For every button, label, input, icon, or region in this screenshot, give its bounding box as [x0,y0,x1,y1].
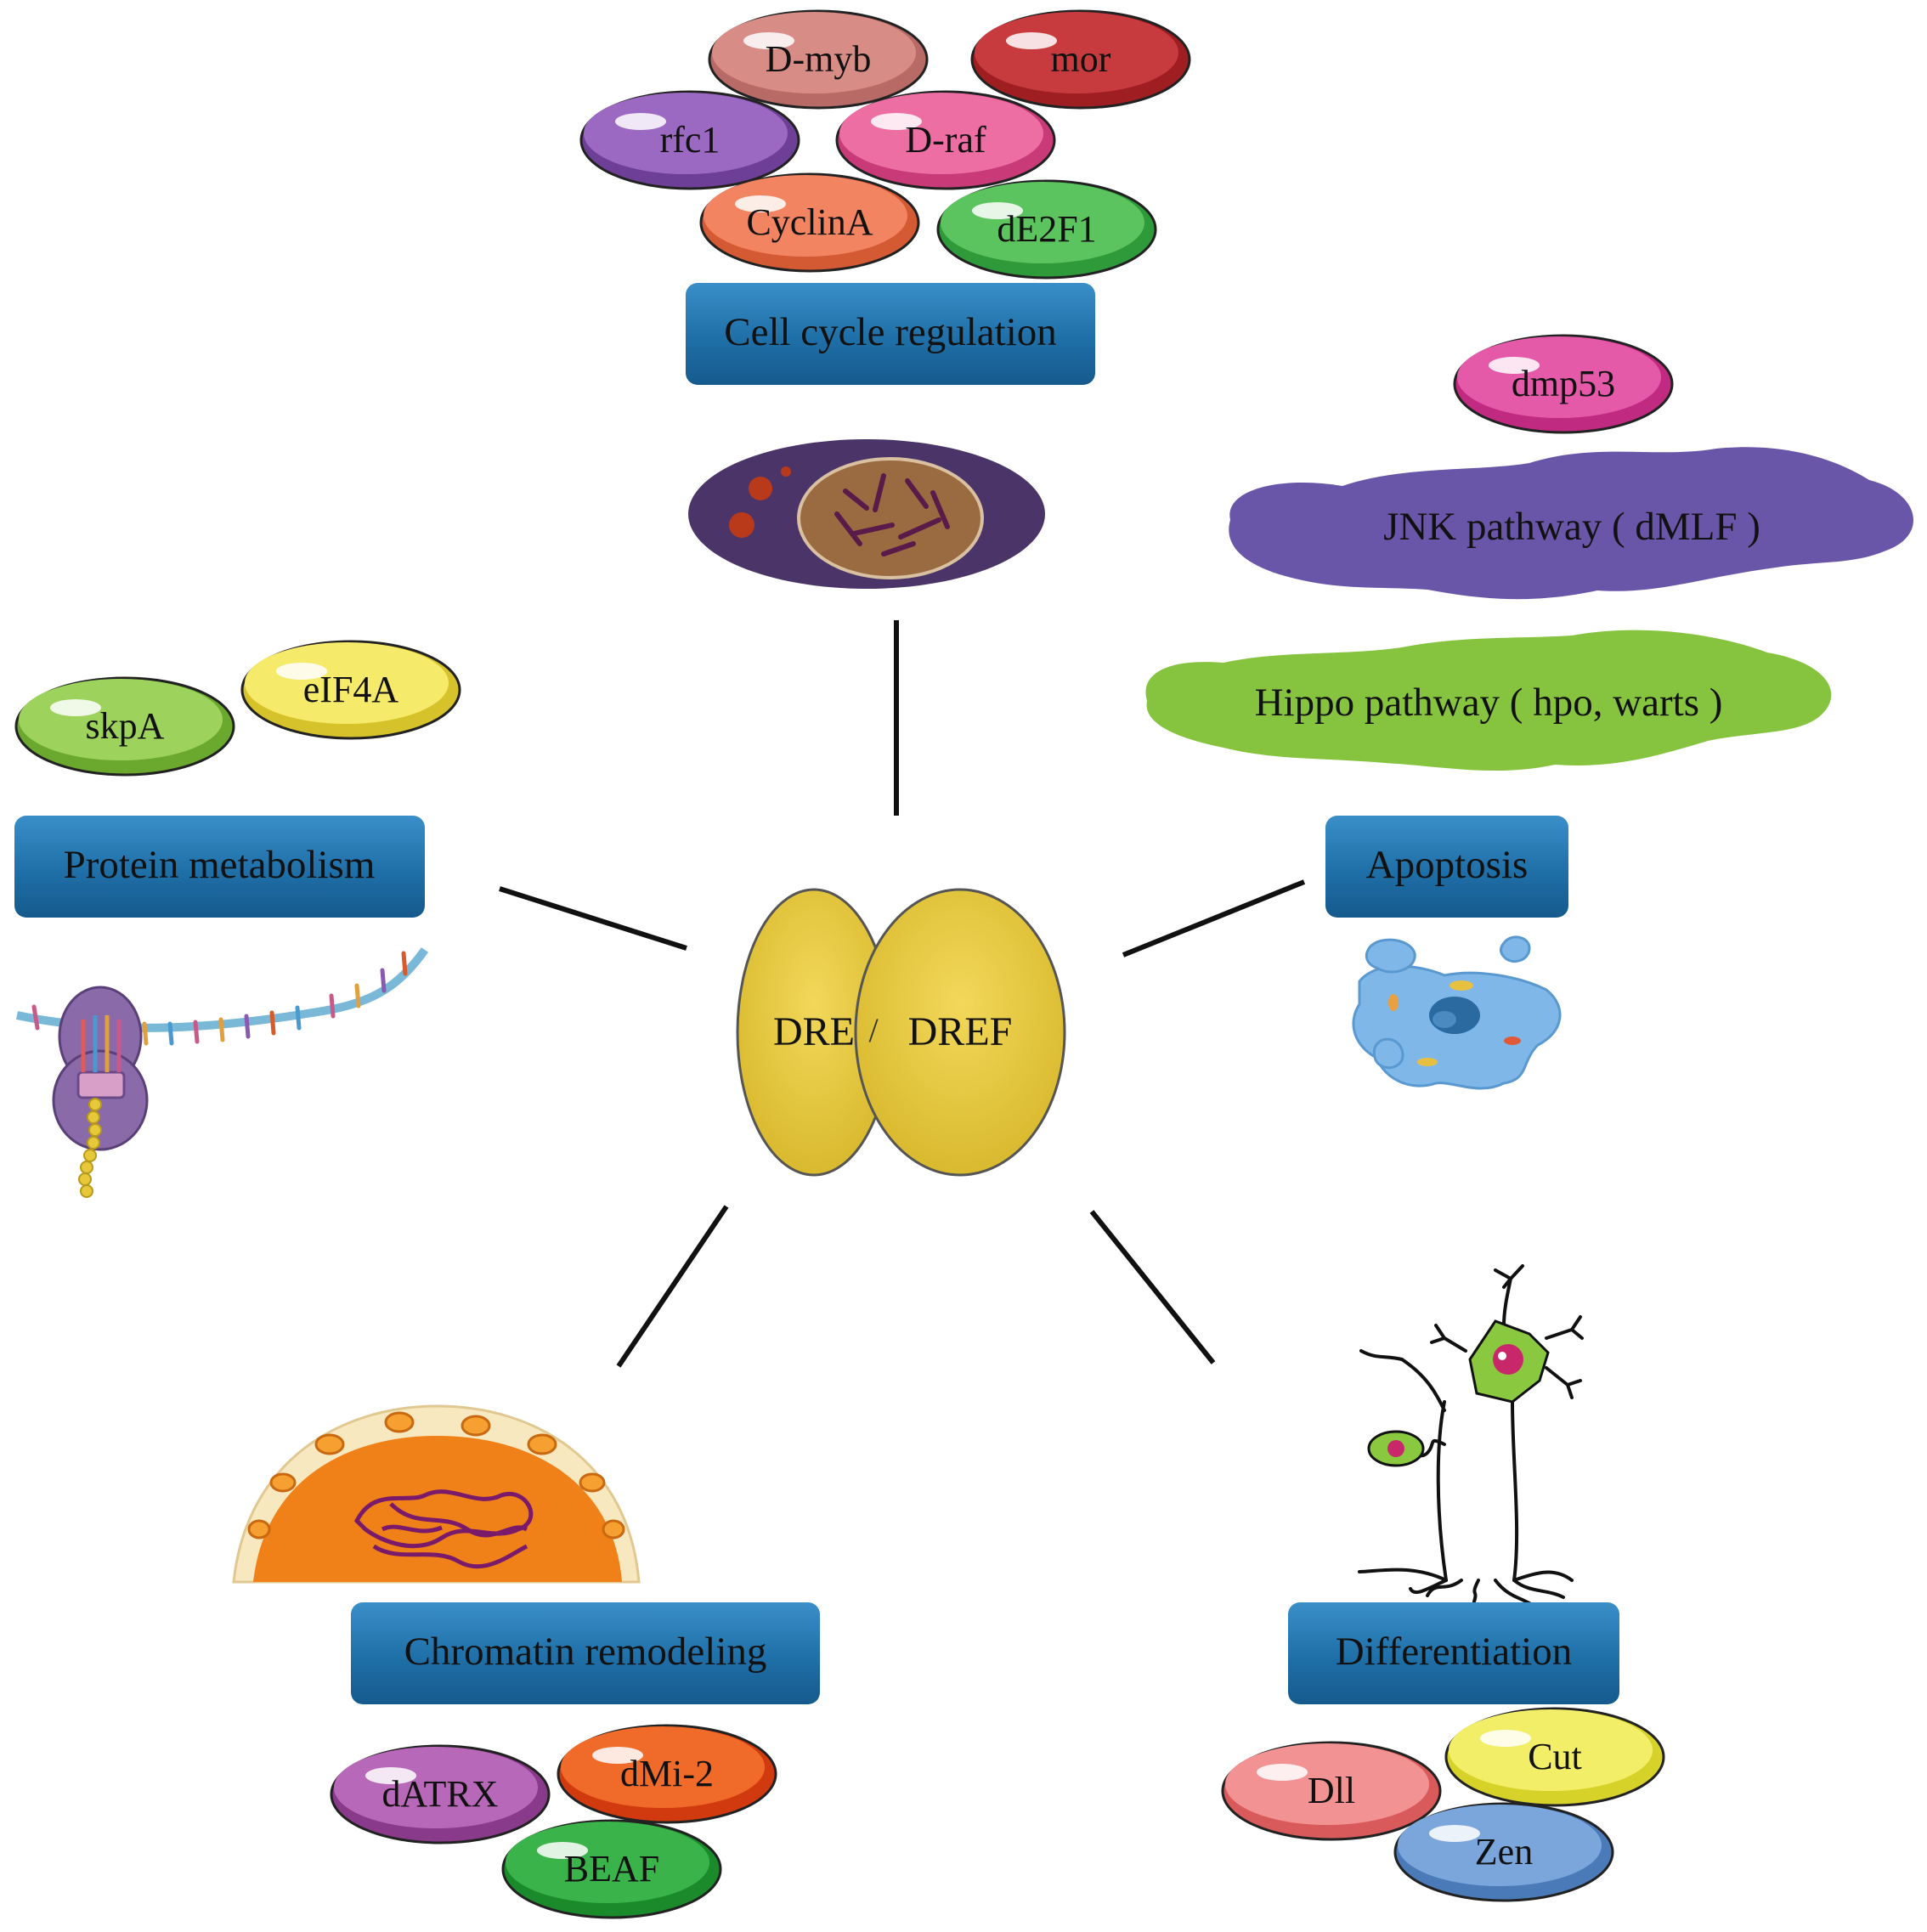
line-to-chromatin [616,1205,729,1368]
gene-pill-d-myb: D-myb [708,9,929,110]
category-box-cell-cycle: Cell cycle regulation [686,283,1095,385]
gene-label-cut: Cut [1528,1736,1582,1777]
category-label-apoptosis: Apoptosis [1366,843,1529,887]
category-box-protein-metabolism: Protein metabolism [14,816,425,918]
gene-label-mor: mor [1051,38,1111,80]
gene-pill-cut: Cut [1444,1707,1665,1807]
line-to-differentiation [1089,1210,1216,1364]
cell-cycle-gene-cluster: D-myb mor rfc1 D-raf CyclinA [579,9,1191,280]
gene-label-de2f1: dE2F1 [997,208,1096,250]
gene-label-dmi2: dMi-2 [620,1753,714,1794]
gene-pill-dmp53: dmp53 [1453,334,1674,434]
gene-pill-cyclin-a: CyclinA [699,172,920,273]
connector-lines [499,620,1306,1368]
differentiation-gene-cluster: Dll Cut Zen [1221,1707,1665,1902]
neuron-illustration [1358,1264,1584,1607]
gene-pill-beaf: BEAF [501,1819,722,1919]
nucleus-chromatin-illustration [232,1404,641,1584]
category-label-protein-metabolism: Protein metabolism [64,843,376,887]
gene-pill-skpa: skpA [14,676,235,777]
gene-label-d-raf: D-raf [905,119,986,161]
jnk-pathway-label: JNK pathway ( dMLF ) [1383,505,1760,549]
gene-label-skpa: skpA [86,705,165,747]
gene-pill-d-raf: D-raf [835,90,1056,190]
gene-label-datrx: dATRX [382,1773,499,1815]
apoptotic-cell-illustration [1352,935,1562,1090]
gene-label-dll: Dll [1308,1770,1355,1811]
gene-label-dmp53: dmp53 [1512,363,1615,404]
hippo-pathway-cloud: Hippo pathway ( hpo, warts ) [1145,630,1832,771]
neuron-cell-body [1367,1319,1550,1467]
line-to-protein-metabolism [499,886,687,951]
gene-label-rfc1: rfc1 [660,119,721,161]
ribosome-translation-illustration [15,947,429,1198]
gene-pill-dmi2: dMi-2 [557,1724,777,1824]
gene-label-d-myb: D-myb [766,38,872,80]
line-to-apoptosis [1122,879,1306,958]
gene-label-eif4a: eIF4A [303,669,399,710]
category-box-chromatin: Chromatin remodeling [351,1602,820,1704]
category-box-apoptosis: Apoptosis [1325,816,1568,918]
gene-pill-de2f1: dE2F1 [936,179,1157,280]
center-label-dre: DRE [773,1009,855,1054]
gene-pill-mor: mor [970,9,1191,110]
category-label-cell-cycle: Cell cycle regulation [724,310,1057,354]
cell-nucleus-illustration [688,439,1045,589]
gene-pill-dll: Dll [1221,1741,1442,1841]
gene-pill-zen: Zen [1393,1802,1614,1902]
category-label-differentiation: Differentiation [1336,1630,1572,1674]
gene-pill-eif4a: eIF4A [240,640,461,740]
chromatin-gene-cluster: dATRX dMi-2 BEAF [330,1724,777,1919]
gene-label-beaf: BEAF [564,1848,659,1890]
hippo-pathway-label: Hippo pathway ( hpo, warts ) [1255,681,1723,725]
category-box-differentiation: Differentiation [1288,1602,1619,1704]
center-dre-dref: DRE / DREF [736,888,1066,1177]
gene-label-cyclin-a: CyclinA [746,201,873,243]
category-label-chromatin: Chromatin remodeling [404,1630,767,1674]
gene-label-zen: Zen [1475,1831,1533,1873]
jnk-pathway-cloud: JNK pathway ( dMLF ) [1229,447,1914,600]
center-label-dref: DREF [908,1009,1013,1054]
center-divider: / [868,1011,879,1049]
gene-pill-rfc1: rfc1 [579,90,800,190]
gene-pill-datrx: dATRX [330,1744,551,1844]
